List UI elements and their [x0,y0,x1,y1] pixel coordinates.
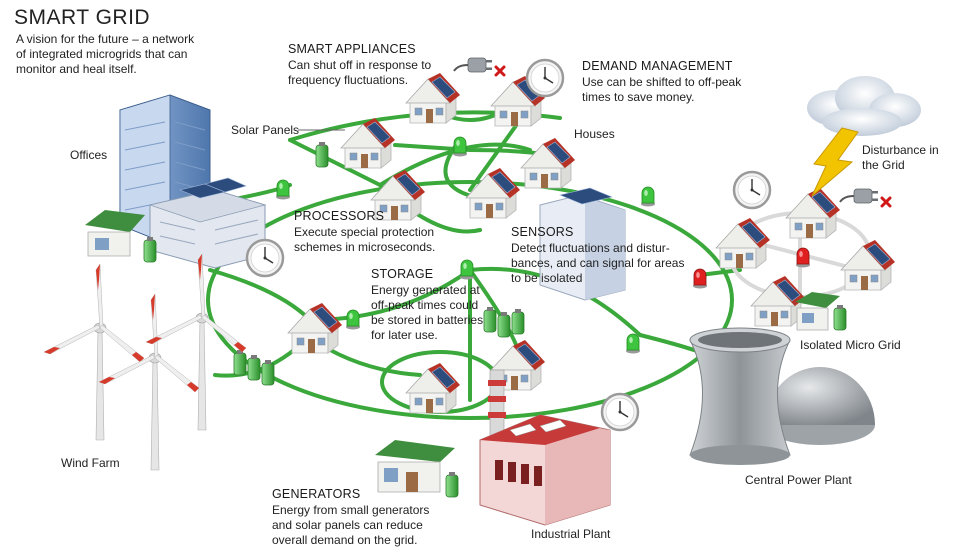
sensor-station [539,187,626,301]
micro-grid-shed [795,292,840,331]
diagram-subtitle: A vision for the future – a network of i… [16,32,195,76]
isolated-micro-grid-label: Isolated Micro Grid [800,338,901,352]
sensors-heading: SENSORS [511,225,574,239]
smart-appliances-text: Can shut off in response to frequency fl… [288,58,432,87]
smart-appliances-heading: SMART APPLIANCES [288,42,416,56]
processors-heading: PROCESSORS [294,209,385,223]
offices-generator-shed [85,210,145,257]
houses-label: Houses [574,127,615,141]
generator-shed [375,440,455,493]
generators-heading: GENERATORS [272,487,361,501]
wind-farm-label: Wind Farm [61,456,120,470]
solar-panels-label: Solar Panels [231,123,300,137]
disturbance-label: Disturbance in the Grid [862,143,939,172]
industrial-plant [479,369,611,526]
processors-text: Execute special protection schemes in mi… [294,225,436,254]
central-power-plant-label: Central Power Plant [745,473,852,487]
offices-label: Offices [70,148,108,162]
lightning-bolt-icon [811,127,859,197]
sensors-text: Detect fluctuations and distur- bances, … [511,241,685,285]
offices-building [119,94,267,269]
storm-cloud [807,76,921,136]
demand-management-text: Use can be shifted to off-peak times to … [582,75,742,104]
storage-text: Energy generated at off-peak times could… [371,283,484,342]
generators-text: Energy from small generators and solar p… [272,503,430,547]
storage-heading: STORAGE [371,267,434,281]
demand-management-heading: DEMAND MANAGEMENT [582,59,733,73]
industrial-plant-label: Industrial Plant [531,527,611,541]
diagram-title: SMART GRID [14,6,151,29]
central-power-plant [689,327,875,465]
